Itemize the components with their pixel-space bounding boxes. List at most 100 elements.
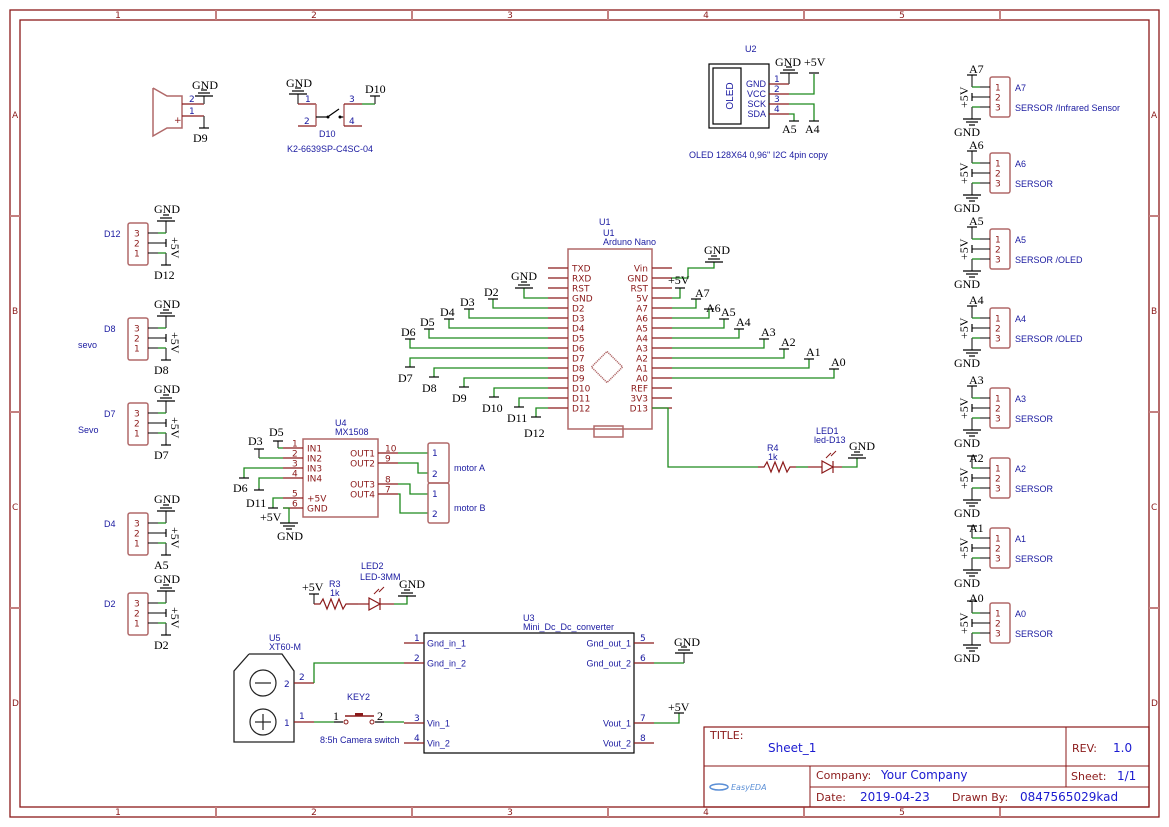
driver-num-8: 8 xyxy=(385,476,391,486)
led1-circuit[interactable]: GND R4 1k LED1 led-D13 xyxy=(652,407,875,475)
arduino-5v-label: +5V xyxy=(668,273,690,287)
driver-num-9: 9 xyxy=(385,455,391,465)
switch-description: 8:5h Camera switch xyxy=(320,735,400,745)
sensor-pin-num: 2 xyxy=(995,94,1001,104)
arduino-net-d3: D3 xyxy=(460,295,475,309)
ground-symbol-icon xyxy=(289,87,307,95)
header-note: Sevo xyxy=(78,425,99,435)
grid-row-label: D xyxy=(12,699,19,709)
sensor-vcc-label: +5V xyxy=(957,317,971,339)
header-pin-num: 3 xyxy=(134,520,140,530)
arduino-nano-u1[interactable]: U1 U1 Arduno Nano TXDRXDRSTGNDD2D3D4D5D6… xyxy=(548,217,672,438)
easyeda-logo: EasyEDA xyxy=(709,783,767,792)
grid-row-label: D xyxy=(1151,699,1158,709)
arduino-pin-d11: D11 xyxy=(572,395,590,405)
driver-pin-out3: OUT3 xyxy=(350,481,375,491)
net-label-d10: D10 xyxy=(365,82,386,96)
motor-a-connector[interactable]: 1 2 motor A xyxy=(427,442,485,484)
push-button-d10[interactable]: GND 1 2 3 4 D10 D10 K2-6639SP-C4SC-04 xyxy=(286,76,386,154)
driver-pin-gnd: GND xyxy=(307,505,328,515)
arduino-net-d2: D2 xyxy=(484,285,499,299)
arduino-net-d5: D5 xyxy=(420,315,435,329)
converter-pin-gnd_out_1: Gnd_out_1 xyxy=(586,639,631,649)
ground-symbol-icon xyxy=(963,499,981,507)
led1-light-rays-icon xyxy=(825,450,837,459)
driver-num-1: 1 xyxy=(292,440,298,450)
sensor-pin-num: 2 xyxy=(995,475,1001,485)
driver-num-3: 3 xyxy=(292,460,298,470)
motor-b-connector[interactable]: 1 2 motor B xyxy=(427,482,486,524)
sensor-description: SERSOR /OLED xyxy=(1015,255,1083,265)
sensor-gnd-label: GND xyxy=(954,576,980,590)
xt60-connector-u5[interactable]: U5 XT60-M 2 1 2 1 xyxy=(233,633,404,743)
header-gnd-label: GND xyxy=(154,572,180,586)
sheet-value: 1/1 xyxy=(1117,769,1136,783)
header-signal-net: D7 xyxy=(154,448,169,462)
arduino-pin-d12: D12 xyxy=(572,405,590,415)
oled-ref: U2 xyxy=(745,44,757,54)
converter-gnd-label: GND xyxy=(674,635,700,649)
ground-symbol-icon xyxy=(963,270,981,278)
grid-row-label: A xyxy=(12,111,19,121)
sensor-vcc-label: +5V xyxy=(957,612,971,634)
header-signal-net: A5 xyxy=(154,558,169,572)
converter-num-4: 4 xyxy=(414,734,420,744)
sensor-gnd-label: GND xyxy=(954,506,980,520)
arduino-net-d6: D6 xyxy=(401,325,416,339)
sensor-label: A5 xyxy=(1015,235,1026,245)
ground-symbol-icon xyxy=(848,451,866,459)
arduino-pin-a3-right: A3 xyxy=(636,345,648,355)
header-pin-num: 3 xyxy=(134,410,140,420)
motor-a-pin-1: 1 xyxy=(432,449,438,459)
button-pin-3: 3 xyxy=(349,95,355,105)
header-pin-num: 1 xyxy=(134,250,140,260)
oled-pin-gnd: GND xyxy=(746,79,767,89)
led2-circuit[interactable]: +5V GND R3 1k LED2 LED-3MM xyxy=(302,561,425,612)
header-pin-num: 3 xyxy=(134,230,140,240)
arduino-pin-ref-right: REF xyxy=(631,385,648,395)
grid-row-label: B xyxy=(12,307,18,317)
company-label: Company: xyxy=(816,769,871,782)
drawn-by-label: Drawn By: xyxy=(952,791,1008,804)
oled-num-3: 3 xyxy=(774,95,780,105)
converter-num-1: 1 xyxy=(414,634,420,644)
oled-display-u2[interactable]: U2 OLED GND VCC SCK SDA 1 2 3 4 GND +5V … xyxy=(689,44,828,160)
header-signal-net: D8 xyxy=(154,363,169,377)
grid-col-label: 4 xyxy=(703,808,709,818)
converter-vcc-label: +5V xyxy=(668,700,690,714)
header-pin-num: 2 xyxy=(134,420,140,430)
arduino-net-d8: D8 xyxy=(422,381,437,395)
driver-pin-out1: OUT1 xyxy=(350,450,375,460)
sensor-net-label: A4 xyxy=(969,293,984,307)
sensor-description: SERSOR xyxy=(1015,414,1054,424)
net-label-d9: D9 xyxy=(193,131,208,145)
driver-pin-in3: IN3 xyxy=(307,465,322,475)
oled-description: OLED 128X64 0,96" I2C 4pin copy xyxy=(689,150,828,160)
grid-col-label: 5 xyxy=(899,808,905,818)
converter-pin-gnd_out_2: Gnd_out_2 xyxy=(586,659,631,669)
arduino-pin-d9: D9 xyxy=(572,375,585,385)
converter-num-7: 7 xyxy=(640,714,646,724)
grid-col-label: 3 xyxy=(507,808,513,818)
buzzer[interactable]: + 2 1 GND D9 xyxy=(152,78,218,145)
arduino-net-a7: A7 xyxy=(695,286,710,300)
camera-switch-key2[interactable]: KEY2 1 2 8:5h Camera switch xyxy=(320,692,404,745)
arduino-net-a1: A1 xyxy=(806,345,821,359)
ground-symbol-icon xyxy=(705,255,723,263)
